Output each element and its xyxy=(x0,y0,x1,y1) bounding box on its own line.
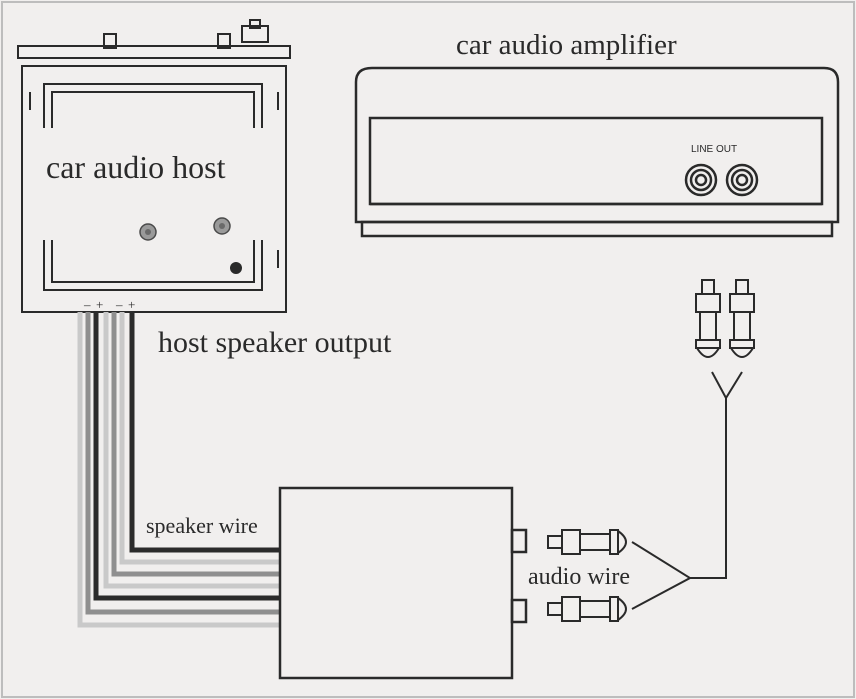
amplifier-base xyxy=(360,220,834,238)
line-out-jack-left-center xyxy=(694,173,708,187)
host-screw-left-center xyxy=(145,229,151,235)
amplifier-label: car audio amplifier xyxy=(456,29,677,61)
line-out-jack-left xyxy=(684,163,718,197)
host-upper-bracket xyxy=(43,83,263,128)
converter-box xyxy=(278,486,528,680)
polarity-mark: + xyxy=(128,297,135,312)
speaker-wire xyxy=(77,312,280,628)
converter-body xyxy=(278,486,514,680)
line-out-jack-right-center xyxy=(735,173,749,187)
host-top-knob-right xyxy=(241,25,269,43)
line-out-label: LINE OUT xyxy=(691,144,737,155)
speaker-wire-bundle xyxy=(77,312,280,628)
audio-cable-fork xyxy=(711,371,743,399)
host-screw-right-center xyxy=(219,223,225,229)
speaker-wire-label: speaker wire xyxy=(146,513,258,538)
car-audio-host xyxy=(17,19,291,313)
host-top-knob-left xyxy=(103,33,117,49)
polarity-mark: – xyxy=(83,297,91,312)
line-out-jack-right-ring xyxy=(730,168,754,192)
host-top-knob-mid xyxy=(217,33,231,49)
rca-plug-top xyxy=(547,529,627,555)
host-top-rail xyxy=(17,45,291,59)
amplifier-panel xyxy=(368,116,824,206)
audio-wire xyxy=(547,279,755,622)
host-speaker-output-label: host speaker output xyxy=(158,326,392,359)
speaker-wire xyxy=(119,312,280,565)
line-out-jack-right xyxy=(725,163,759,197)
host-top-knob-cap xyxy=(249,19,261,29)
host-body xyxy=(21,65,287,313)
speaker-wire xyxy=(93,312,280,601)
speaker-wire xyxy=(111,312,280,577)
audio-wire-label: audio wire xyxy=(528,564,630,590)
car-audio-amplifier xyxy=(354,66,840,238)
host-label: car audio host xyxy=(46,149,226,185)
speaker-wire xyxy=(129,312,280,553)
polarity-mark: + xyxy=(96,297,103,312)
line-out-jack-left-ring xyxy=(689,168,713,192)
speaker-wire xyxy=(103,312,280,589)
amplifier-body xyxy=(354,66,840,224)
rca-plug-vertical-left xyxy=(695,279,721,358)
host-socket xyxy=(230,262,242,274)
host-lower-bracket xyxy=(43,240,263,291)
converter-jack-bottom xyxy=(510,598,528,624)
host-upper-bracket-inner xyxy=(51,91,255,128)
rca-plug-vertical-right xyxy=(729,279,755,358)
speaker-wire xyxy=(85,312,280,615)
host-lower-bracket-inner xyxy=(51,240,255,283)
audio-cable-split xyxy=(631,541,693,610)
converter-jack-top xyxy=(510,528,528,554)
polarity-mark: – xyxy=(115,297,123,312)
rca-plug-bottom xyxy=(547,596,627,622)
audio-cable-run xyxy=(690,398,727,579)
